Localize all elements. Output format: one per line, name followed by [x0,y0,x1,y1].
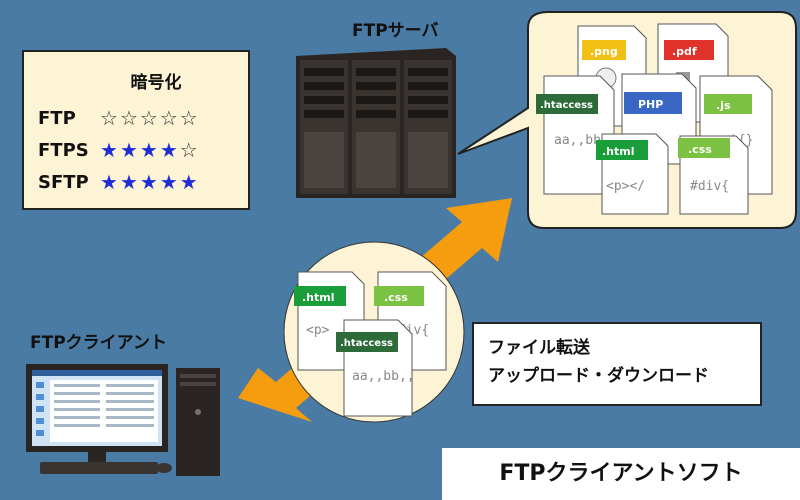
server-title: FTPサーバ [352,21,439,41]
star-rating: ★★★★☆ [100,140,198,160]
file-tag: .pdf [672,45,697,58]
star-rating: ☆☆☆☆☆ [100,108,198,128]
star-filled-icon: ★ [179,170,198,194]
file-content: #div{ [690,179,729,194]
client-title: FTPクライアント [30,333,167,353]
transfer-label-line2: アップロード・ダウンロード [488,366,709,386]
file-tag: .html [602,145,635,158]
star-empty-icon: ☆ [179,106,198,130]
file-content: aa,,bb [554,133,601,148]
file-doc-html: .html <p></ [596,133,669,215]
encryption-panel: 暗号化 FTP ☆☆☆☆☆ FTPS ★★★★☆ SFTP ★★★★★ [22,50,250,210]
star-empty-icon: ☆ [179,138,198,162]
file-doc-htaccess: .htaccess aa,,bb,, [336,319,415,417]
star-empty-icon: ☆ [119,106,138,130]
star-empty-icon: ☆ [159,106,178,130]
file-content: <p> [306,323,330,338]
file-tag: .html [302,291,335,304]
client-pc-icon [26,364,220,476]
software-label: FTPクライアントソフト [499,461,743,486]
star-filled-icon: ★ [100,170,118,194]
server-file-stack: .png .pdf .htaccess aa,,bb PHP .js [536,23,773,215]
file-doc-htaccess: .htaccess aa,,bb [536,75,615,195]
star-rating: ★★★★★ [100,172,198,192]
server-rack-icon [296,48,456,198]
protocol-label: SFTP [38,171,89,193]
file-tag: .css [384,291,408,304]
protocol-label: FTPS [38,139,89,161]
star-filled-icon: ★ [159,138,178,162]
star-filled-icon: ★ [119,170,138,194]
file-content: <p></ [606,179,645,194]
file-tag: .png [590,45,618,58]
protocol-label: FTP [38,107,76,129]
star-empty-icon: ☆ [100,106,118,130]
star-filled-icon: ★ [139,138,158,162]
file-doc-css: .css #div{ [678,135,749,215]
star-filled-icon: ★ [119,138,138,162]
encryption-row-ftps: FTPS ★★★★☆ [38,136,248,164]
software-label-box: FTPクライアントソフト [442,448,800,500]
file-content: aa,,bb,, [352,369,415,384]
encryption-title: 暗号化 [130,73,182,93]
file-tag: .htaccess [340,338,393,349]
file-tag: .htaccess [540,100,593,111]
transfer-label-box: ファイル転送 アップロード・ダウンロード [472,322,762,406]
star-empty-icon: ☆ [139,106,158,130]
file-tag: PHP [638,98,663,111]
star-filled-icon: ★ [159,170,178,194]
transfer-label-line1: ファイル転送 [488,338,590,358]
star-filled-icon: ★ [139,170,158,194]
star-filled-icon: ★ [100,138,118,162]
file-tag: .js [716,99,731,112]
encryption-row-ftp: FTP ☆☆☆☆☆ [38,104,248,132]
file-tag: .css [688,143,712,156]
transfer-files-circle: .html <p> .css #div{ .htaccess aa,,bb,, [283,241,465,423]
encryption-row-sftp: SFTP ★★★★★ [38,168,248,196]
